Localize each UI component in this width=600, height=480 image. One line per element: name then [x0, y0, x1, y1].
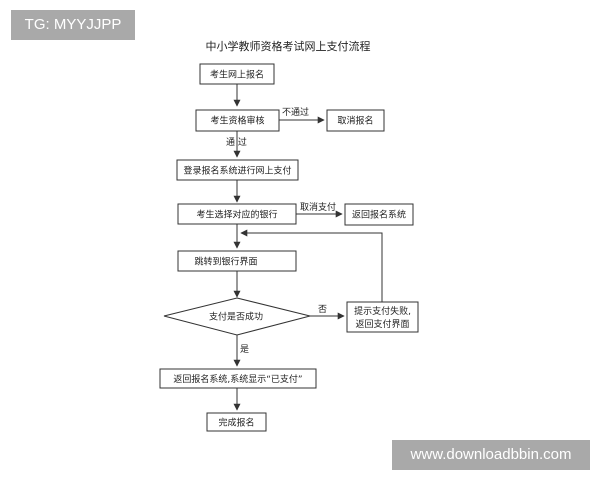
node-review-label: 考生资格审核 [210, 115, 264, 127]
node-cancel: 取消报名 [326, 109, 385, 132]
node-choose-bank-label: 考生选择对应的银行 [196, 209, 277, 221]
node-complete-label: 完成报名 [218, 417, 254, 429]
node-register-label: 考生网上报名 [210, 69, 264, 81]
node-cancel-label: 取消报名 [337, 115, 373, 127]
node-return-paid-label: 返回报名系统,系统显示“已支付” [173, 373, 302, 385]
node-bank-page-label: 跳转到银行界面 [194, 256, 257, 268]
node-pay-fail-line1: 提示支付失败, [354, 305, 411, 317]
node-choose-bank: 考生选择对应的银行 [177, 203, 297, 225]
node-complete: 完成报名 [206, 412, 267, 432]
node-return-system: 返回报名系统 [344, 203, 414, 226]
watermark-bottom: www.downloadbbin.com [392, 440, 590, 470]
edge-label-passed: 通 过 [226, 136, 247, 148]
node-pay-fail-line2: 返回支付界面 [355, 318, 409, 330]
node-review: 考生资格审核 [195, 109, 280, 132]
watermark-top: TG: MYYJJPP [11, 10, 135, 40]
node-login-pay-label: 登录报名系统进行网上支付 [183, 165, 291, 177]
edge-label-not-passed: 不通过 [282, 106, 309, 118]
node-login-pay: 登录报名系统进行网上支付 [176, 159, 299, 181]
edge-label-yes: 是 [240, 344, 249, 355]
node-pay-fail: 提示支付失败, 返回支付界面 [346, 301, 419, 333]
node-pay-success-label: 支付是否成功 [209, 311, 263, 323]
node-bank-page: 跳转到银行界面 [177, 250, 297, 272]
node-pay-success: 支付是否成功 [163, 297, 311, 336]
edge-fail-loop-back [240, 229, 383, 302]
flowchart-title: 中小学教师资格考试网上支付流程 [206, 39, 371, 53]
node-return-paid: 返回报名系统,系统显示“已支付” [159, 368, 317, 389]
node-register: 考生网上报名 [199, 63, 275, 85]
edge-label-no: 否 [318, 304, 327, 315]
node-return-system-label: 返回报名系统 [352, 209, 406, 221]
edge-label-cancel-pay: 取消支付 [300, 201, 336, 213]
